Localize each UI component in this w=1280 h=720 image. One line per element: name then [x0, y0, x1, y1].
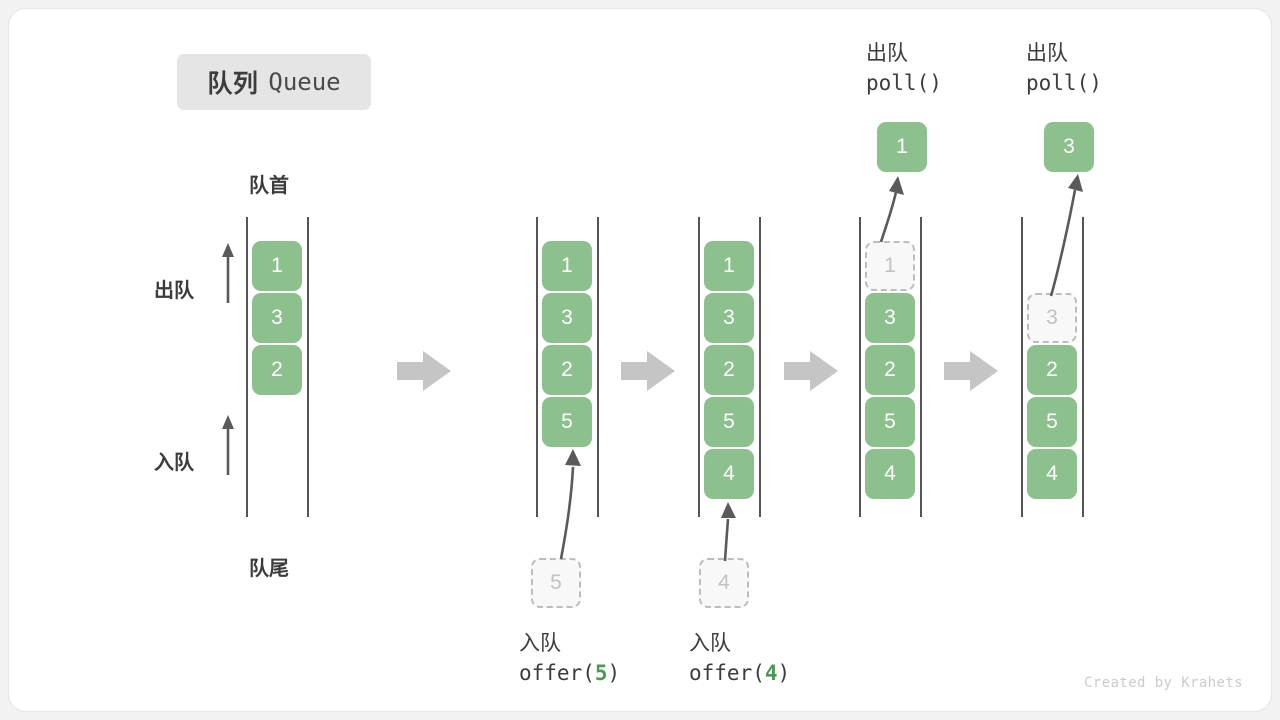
dequeue-curve-arrow: [879, 176, 904, 243]
queue-cell: 2: [542, 345, 592, 395]
rail-right: [1082, 217, 1084, 517]
enqueue-curve-arrow: [559, 449, 581, 560]
poll-result-cell: 1: [877, 122, 927, 172]
operation-label-poll-1: 出队 poll(): [866, 39, 942, 99]
dequeue-label: 出队: [154, 280, 194, 302]
queue-cell-ghost: 3: [1027, 293, 1077, 343]
queue-cell: 2: [704, 345, 754, 395]
operation-code: poll(): [866, 70, 942, 95]
step-arrow: [621, 351, 675, 391]
incoming-ghost-cell: 5: [531, 558, 581, 608]
rail-left: [1021, 217, 1023, 517]
rail-right: [597, 217, 599, 517]
rail-right: [307, 217, 309, 517]
queue-cell: 1: [542, 241, 592, 291]
rail-left: [536, 217, 538, 517]
queue-cell: 5: [704, 397, 754, 447]
rail-right: [920, 217, 922, 517]
dequeue-curve-arrow: [1049, 174, 1083, 297]
step-arrow: [397, 351, 451, 391]
footer-credit: Created by Krahets: [1084, 675, 1243, 691]
rail-right: [759, 217, 761, 517]
queue-cell: 1: [252, 241, 302, 291]
operation-cn: 入队: [519, 632, 561, 655]
operation-label-poll-3: 出队 poll(): [1026, 39, 1102, 99]
step-arrow: [944, 351, 998, 391]
operation-code: offer(5): [519, 660, 621, 685]
rear-label: 队尾: [249, 558, 289, 580]
step-arrow: [784, 351, 838, 391]
operation-cn: 出队: [1026, 42, 1068, 65]
queue-cell: 5: [542, 397, 592, 447]
queue-cell: 3: [542, 293, 592, 343]
title-badge: 队列 Queue: [177, 54, 371, 110]
diagram-card: 队列 Queue 队首 队尾 出队 入队 1 3 2: [8, 8, 1272, 712]
enqueue-label: 入队: [154, 452, 194, 474]
operation-label-offer-4: 入队 offer(4): [689, 629, 790, 689]
operation-cn: 出队: [866, 42, 908, 65]
rail-left: [859, 217, 861, 517]
title-en: Queue: [268, 68, 341, 96]
rail-left: [246, 217, 248, 517]
operation-code: poll(): [1026, 70, 1102, 95]
queue-cell: 3: [252, 293, 302, 343]
title-cn: 队列: [207, 70, 259, 98]
enqueue-curve-arrow: [721, 502, 736, 562]
queue-cell: 2: [865, 345, 915, 395]
queue-cell: 5: [1027, 397, 1077, 447]
queue-cell: 4: [704, 449, 754, 499]
operation-cn: 入队: [689, 632, 731, 655]
rail-left: [698, 217, 700, 517]
enqueue-direction-arrow: [222, 415, 234, 475]
queue-cell: 3: [704, 293, 754, 343]
operation-code: offer(4): [689, 660, 791, 685]
operation-label-offer-5: 入队 offer(5): [519, 629, 620, 689]
queue-cell: 2: [252, 345, 302, 395]
incoming-ghost-cell: 4: [699, 558, 749, 608]
queue-cell: 3: [865, 293, 915, 343]
queue-cell: 2: [1027, 345, 1077, 395]
queue-cell: 4: [1027, 449, 1077, 499]
dequeue-direction-arrow: [222, 243, 234, 303]
queue-cell: 5: [865, 397, 915, 447]
queue-cell-ghost: 1: [865, 241, 915, 291]
front-label: 队首: [249, 175, 289, 197]
poll-result-cell: 3: [1044, 122, 1094, 172]
queue-cell: 4: [865, 449, 915, 499]
queue-cell: 1: [704, 241, 754, 291]
